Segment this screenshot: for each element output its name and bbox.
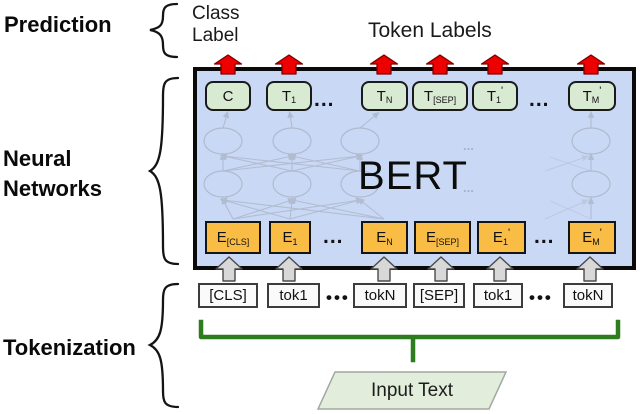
e-box-cls: E[CLS] bbox=[205, 221, 261, 254]
token-row-ellipsis-2: ••• bbox=[529, 288, 553, 307]
token-labels-caption: Token Labels bbox=[368, 19, 492, 42]
token-box-tok1: tok1 bbox=[267, 283, 320, 308]
t-box-tsep: T[SEP] bbox=[412, 81, 468, 111]
prediction-label: Prediction bbox=[4, 12, 112, 37]
brace-icons bbox=[147, 2, 180, 409]
class-label-caption: Class Label bbox=[192, 3, 240, 46]
neural-networks-brace-icon bbox=[147, 76, 180, 266]
token-box-sep: [SEP] bbox=[413, 283, 465, 308]
e-row-ellipsis: ... bbox=[323, 225, 344, 248]
input-text-label: Input Text bbox=[370, 380, 454, 401]
prediction-brace-icon bbox=[149, 2, 179, 59]
token-row-ellipsis: ••• bbox=[326, 288, 350, 307]
bert-title: BERT bbox=[358, 154, 468, 198]
token-box-tokn: tokN bbox=[353, 283, 407, 308]
t-row-ellipsis-2: ... bbox=[529, 88, 550, 111]
input-span-bracket-icon bbox=[198, 319, 621, 363]
e-box-sep: E[SEP] bbox=[414, 221, 471, 254]
token-box-tokn-b: tokN bbox=[563, 283, 613, 308]
neural-networks-label: Neural Networks bbox=[3, 146, 103, 201]
t-box-c: C bbox=[205, 81, 251, 111]
e-row-ellipsis-2: ... bbox=[534, 225, 555, 248]
token-box-cls: [CLS] bbox=[198, 283, 258, 308]
token-box-tok1-b: tok1 bbox=[473, 283, 523, 308]
tokenization-brace-icon bbox=[147, 282, 180, 409]
t-row-ellipsis: ... bbox=[314, 88, 335, 111]
tokenization-label: Tokenization bbox=[3, 335, 136, 360]
